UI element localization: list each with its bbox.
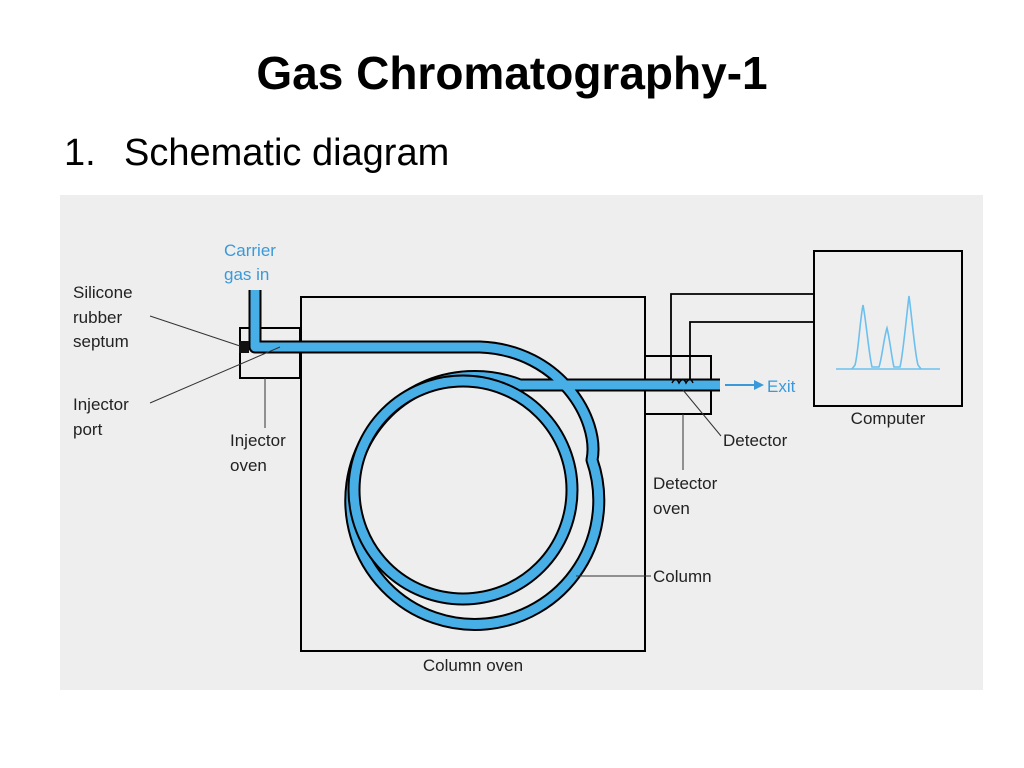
gc-schematic: Carrier gas in Silicone rubber septum In… (73, 241, 963, 675)
label-column-oven: Column oven (423, 656, 523, 675)
computer-box (813, 250, 963, 407)
label-detector: Detector (723, 431, 788, 450)
label-computer: Computer (851, 409, 926, 428)
subtitle-text: Schematic diagram (124, 132, 450, 174)
label-injector-oven-line2: oven (230, 456, 267, 475)
leader-injector-port (149, 346, 281, 404)
label-carrier-gas-line1: Carrier (224, 241, 276, 260)
label-injector-oven-line1: Injector (230, 431, 286, 450)
leader-detector (682, 389, 722, 437)
septum-block (239, 341, 249, 353)
label-septum-line1: Silicone (73, 283, 133, 302)
label-injector-port-line2: port (73, 420, 103, 439)
label-septum-line3: septum (73, 332, 129, 351)
leader-septum (149, 315, 241, 347)
label-carrier-gas-line2: gas in (224, 265, 269, 284)
label-injector-port-line1: Injector (73, 395, 129, 414)
signal-wire-upper (670, 293, 814, 380)
label-column: Column (653, 567, 712, 586)
column-tube (248, 290, 720, 631)
label-exit: Exit (767, 377, 796, 396)
label-detector-oven-line1: Detector (653, 474, 718, 493)
exit-arrow-head (754, 380, 764, 390)
chromatogram-trace (851, 295, 922, 370)
label-detector-oven-line2: oven (653, 499, 690, 518)
label-septum-line2: rubber (73, 308, 122, 327)
subtitle-number: 1. (64, 132, 96, 174)
column-oven-box (300, 296, 646, 652)
signal-wire-lower (689, 321, 814, 380)
detector-filament (671, 378, 694, 385)
diagram-panel: Carrier gas in Silicone rubber septum In… (60, 195, 983, 690)
slide-subtitle: 1. Schematic diagram (64, 132, 449, 175)
slide-title: Gas Chromatography-1 (256, 47, 768, 99)
